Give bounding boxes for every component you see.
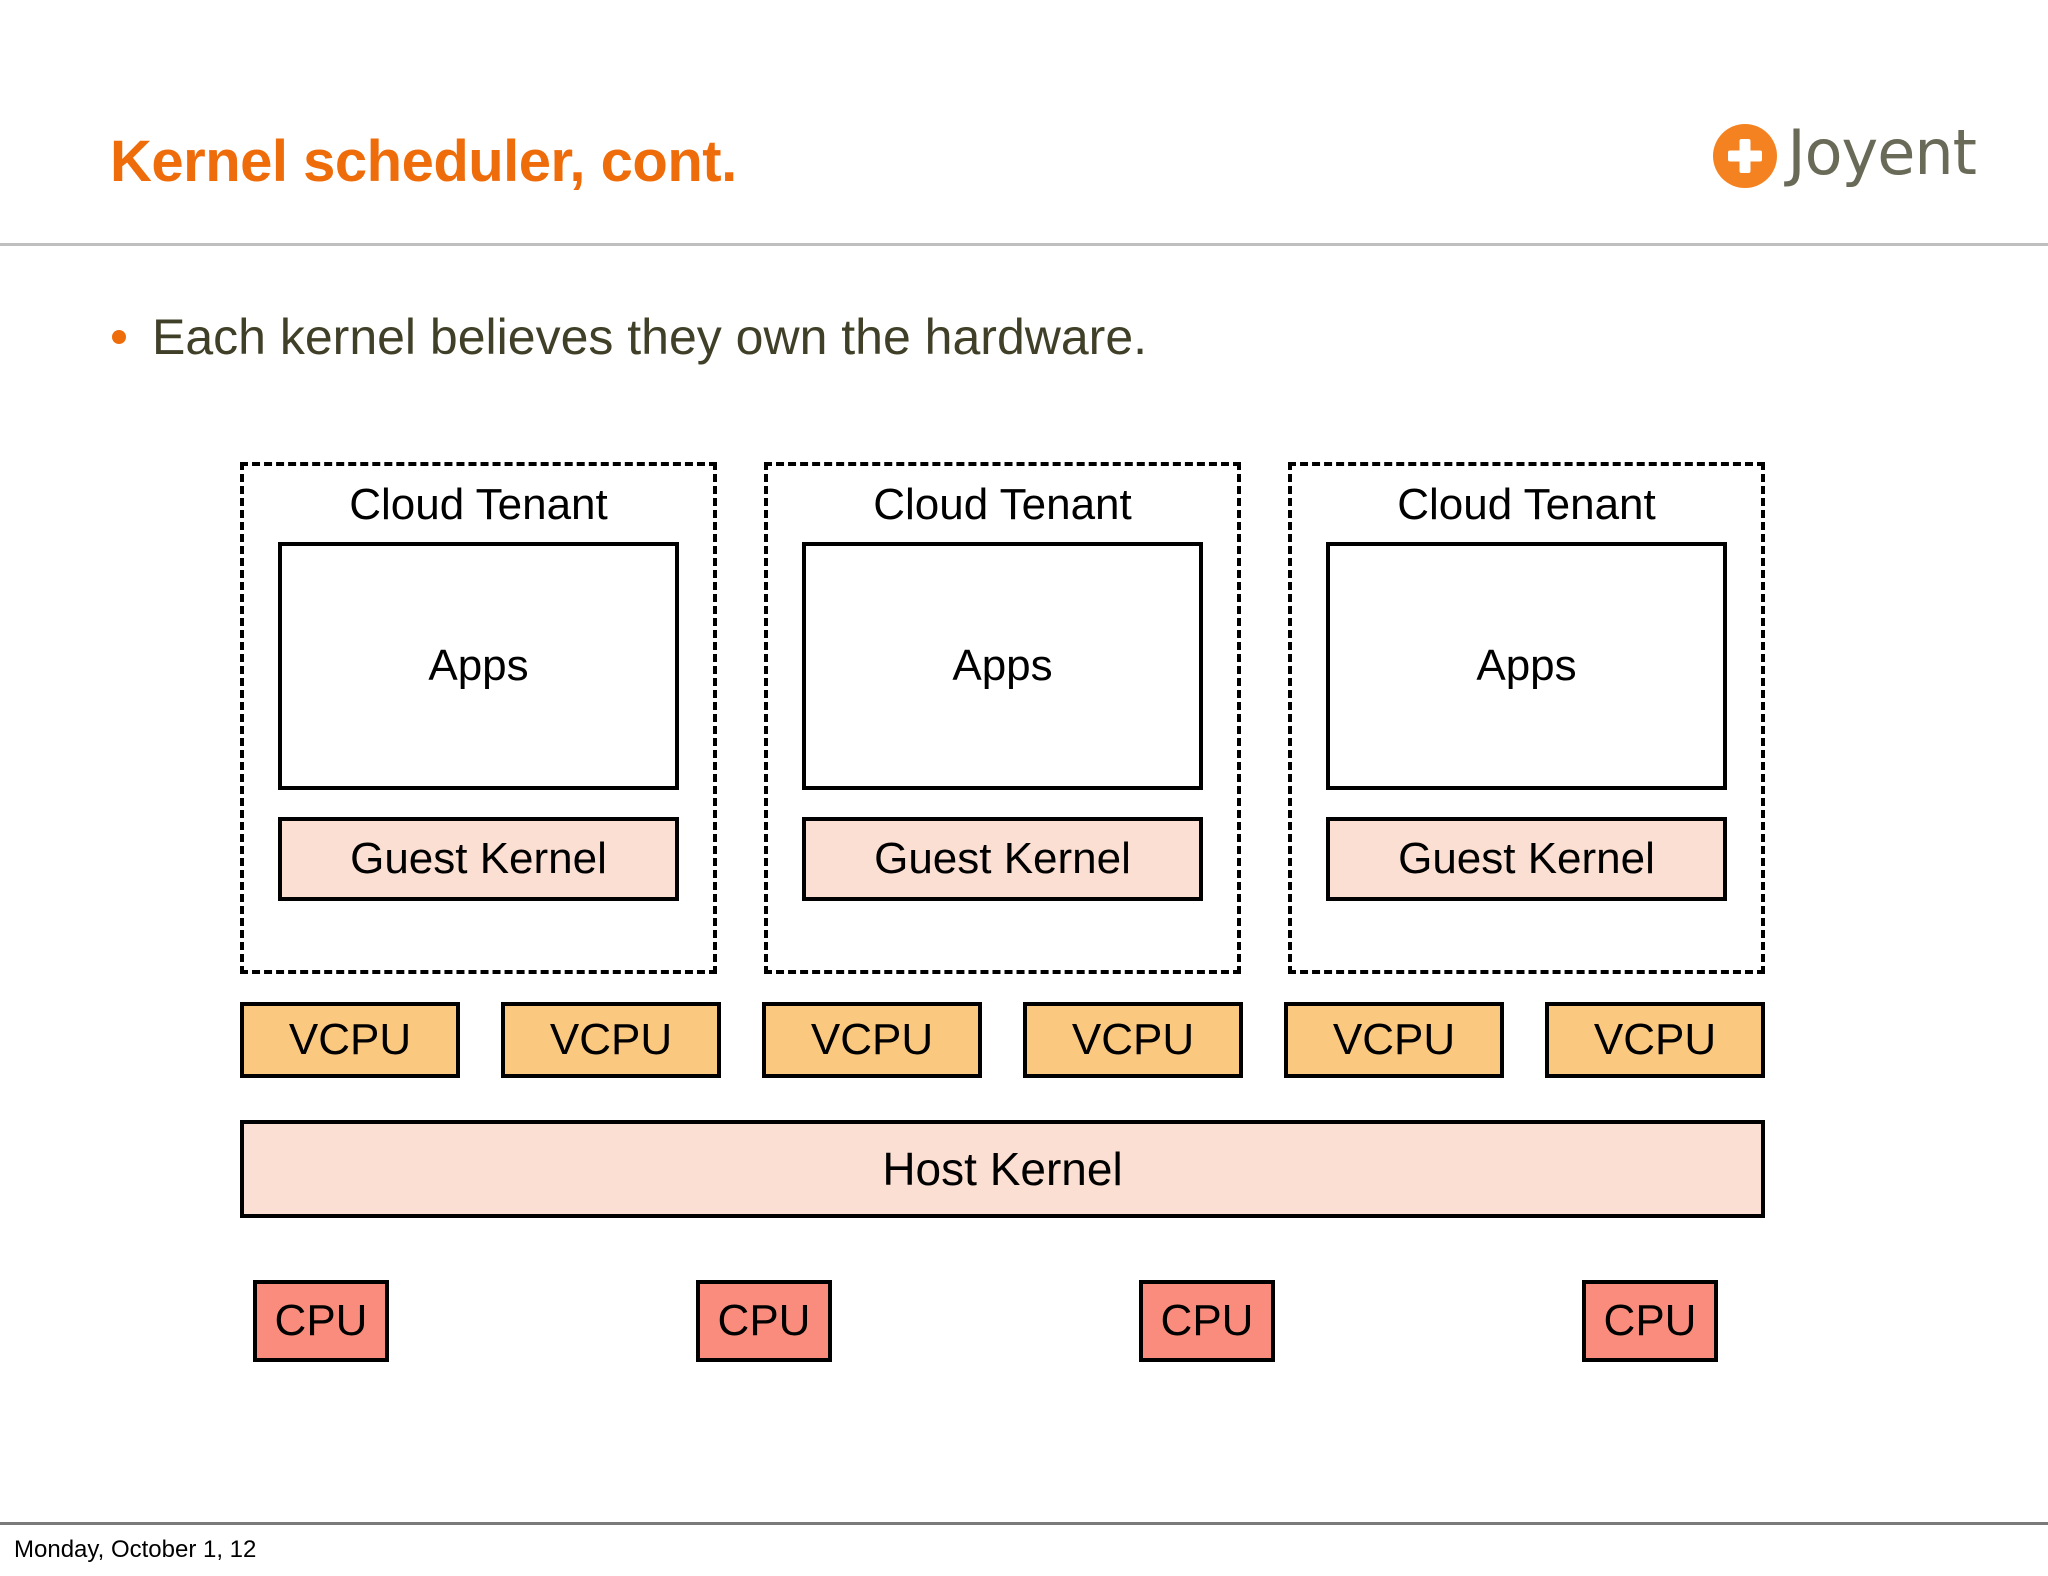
cpu-box: CPU: [1582, 1280, 1718, 1362]
vcpu-box: VCPU: [1023, 1002, 1243, 1078]
guest-kernel-box: Guest Kernel: [802, 817, 1203, 901]
joyent-wordmark: Joyent: [1787, 116, 1977, 189]
cloud-tenant-label: Cloud Tenant: [873, 480, 1132, 529]
cloud-tenant-group: Cloud Tenant Apps Guest Kernel: [240, 462, 717, 974]
cpu-box: CPU: [1139, 1280, 1275, 1362]
page-title: Kernel scheduler, cont.: [110, 129, 737, 194]
cpu-row: CPU CPU CPU CPU: [253, 1280, 1718, 1362]
slide-header: Kernel scheduler, cont. Joyent: [0, 0, 2048, 246]
architecture-diagram: Cloud Tenant Apps Guest Kernel Cloud Ten…: [240, 462, 1765, 1402]
apps-box: Apps: [278, 542, 679, 790]
footer-divider: [0, 1522, 2048, 1525]
vcpu-row: VCPU VCPU VCPU VCPU VCPU VCPU: [240, 1002, 1765, 1078]
cloud-tenant-group: Cloud Tenant Apps Guest Kernel: [1288, 462, 1765, 974]
vcpu-box: VCPU: [240, 1002, 460, 1078]
bullet-item: Each kernel believes they own the hardwa…: [112, 308, 1147, 366]
vcpu-box: VCPU: [762, 1002, 982, 1078]
vcpu-box: VCPU: [1545, 1002, 1765, 1078]
guest-kernel-box: Guest Kernel: [1326, 817, 1727, 901]
guest-kernel-box: Guest Kernel: [278, 817, 679, 901]
cloud-tenant-label: Cloud Tenant: [349, 480, 608, 529]
footer-date: Monday, October 1, 12: [14, 1536, 257, 1563]
cpu-box: CPU: [696, 1280, 832, 1362]
cpu-box: CPU: [253, 1280, 389, 1362]
plus-in-circle-icon: [1713, 124, 1778, 188]
host-kernel-box: Host Kernel: [240, 1120, 1765, 1218]
vcpu-box: VCPU: [1284, 1002, 1504, 1078]
bullet-dot-icon: [112, 330, 126, 344]
joyent-logo: Joyent: [1713, 116, 1977, 190]
vcpu-box: VCPU: [501, 1002, 721, 1078]
tenant-row: Cloud Tenant Apps Guest Kernel Cloud Ten…: [240, 462, 1765, 974]
cloud-tenant-group: Cloud Tenant Apps Guest Kernel: [764, 462, 1241, 974]
cloud-tenant-label: Cloud Tenant: [1397, 480, 1656, 529]
bullet-text: Each kernel believes they own the hardwa…: [152, 309, 1148, 365]
apps-box: Apps: [1326, 542, 1727, 790]
apps-box: Apps: [802, 542, 1203, 790]
